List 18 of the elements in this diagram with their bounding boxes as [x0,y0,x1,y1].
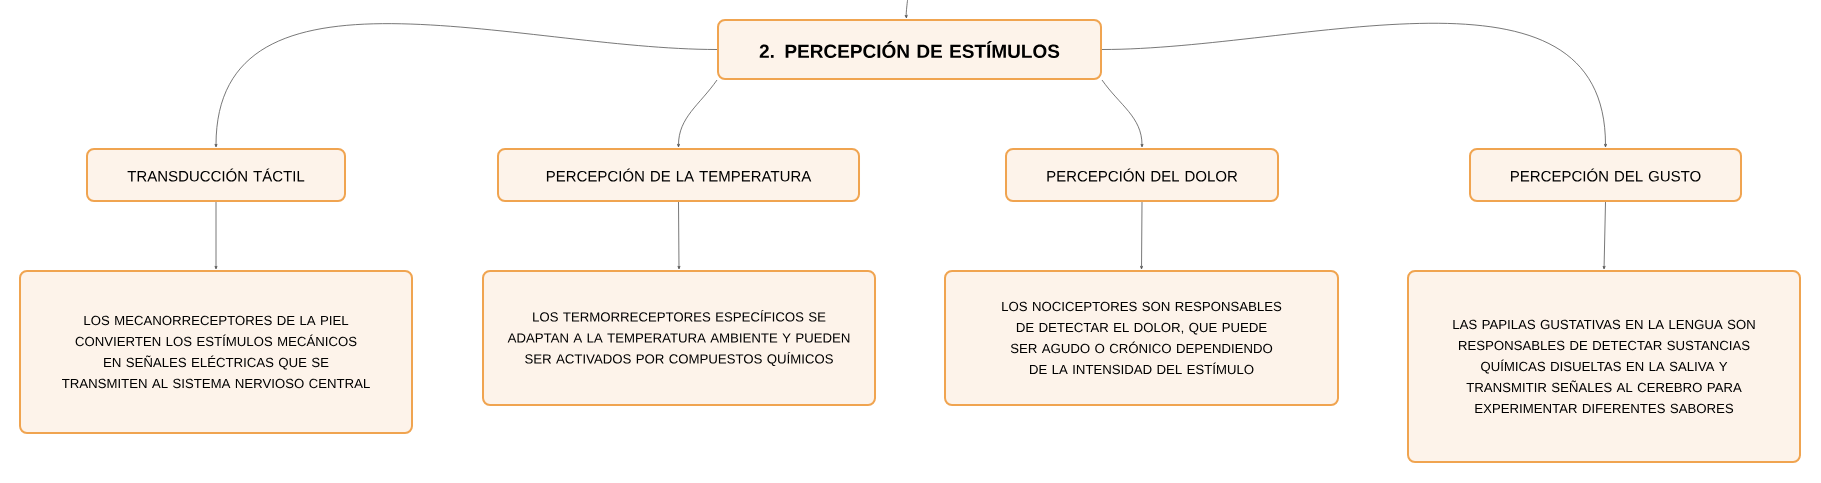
description-box: LOS NOCICEPTORES SON RESPONSABLES DE DETECTAR EL DOLOR, QUE PUEDE SER AGUDO O CRÓNICO DEPENDIENDO DE LA INTENSIDAD DEL ESTÍMULO [944,270,1339,406]
description-box: LAS PAPILAS GUSTATIVAS EN LA LENGUA SON RESPONSABLES DE DETECTAR SUSTANCIAS QUÍMICAS DISUELTAS EN LA SALIVA Y TRANSMITIR SEÑALES AL CEREBRO PARA EXPERIMENTAR DIFERENTES SABORES [1407,270,1801,463]
topic-box: PERCEPCIÓN DE LA TEMPERATURA [497,148,860,202]
arrow [1140,201,1143,270]
topic-box: PERCEPCIÓN DEL DOLOR [1005,148,1279,202]
arrow [904,0,909,19]
topic-box: PERCEPCIÓN DEL GUSTO [1469,148,1742,202]
title-box: 2. PERCEPCIÓN DE ESTÍMULOS [717,19,1102,80]
arrow [677,79,718,148]
description-box: LOS TERMORRECEPTORES ESPECÍFICOS SE ADAPTAN A LA TEMPERATURA AMBIENTE Y PUEDEN SER ACTIVADOS POR COMPUESTOS QUÍMICOS [482,270,876,406]
arrow [214,201,218,270]
topic-box: TRANSDUCCIÓN TÁCTIL [86,148,346,202]
arrow [1101,22,1607,148]
arrow [214,23,718,148]
arrow [677,201,681,270]
arrow [1101,79,1144,148]
description-box: LOS MECANORRECEPTORES DE LA PIEL CONVIERTEN LOS ESTÍMULOS MECÁNICOS EN SEÑALES ELÉCTRICAS QUE SE TRANSMITEN AL SISTEMA NERVIOSO CENTRAL [19,270,413,434]
arrow [1602,201,1606,270]
